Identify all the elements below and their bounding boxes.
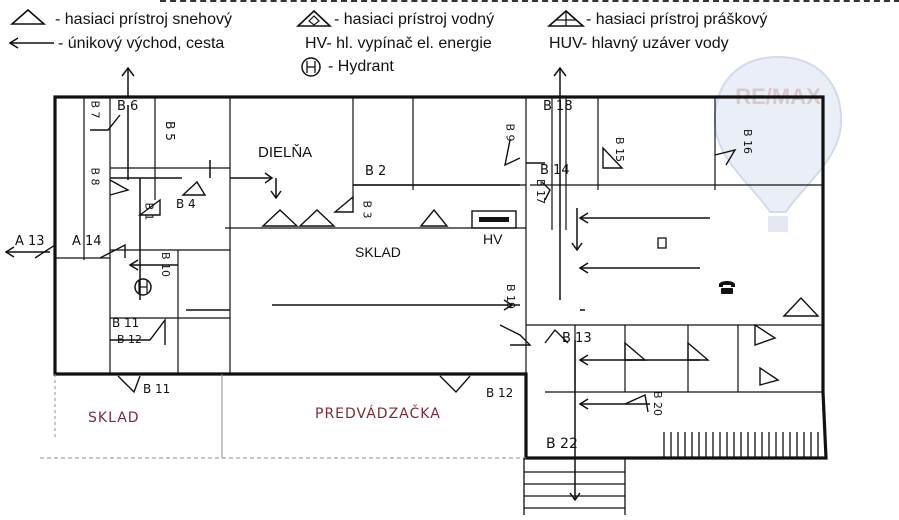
- mark-a14: A 14: [72, 234, 102, 249]
- escape-routes: [4, 66, 710, 502]
- hydrant-icon: [301, 57, 321, 77]
- mark-b20: B 20: [651, 390, 665, 417]
- legend-water: - hasiaci prístroj vodný: [334, 11, 495, 28]
- mark-b6: B 6: [117, 99, 139, 114]
- extinguishers: [34, 114, 820, 413]
- legend-hydrant: - Hydrant: [328, 58, 394, 75]
- water-extinguisher-icon-mark: [308, 15, 320, 26]
- mark-b13: B 13: [562, 331, 592, 346]
- legend-powder: - hasiaci prístroj práškový: [586, 11, 768, 28]
- outer-wall: [53, 95, 828, 460]
- extinguisher-b20: [624, 393, 649, 413]
- mark-b16: B 16: [741, 128, 755, 155]
- mark-b10: B 10: [159, 251, 173, 278]
- snow-extinguisher-icon: [419, 208, 449, 227]
- top-dashed-border: [160, 0, 899, 2]
- extinguisher-b2: [333, 195, 354, 213]
- extinguisher-b19: [499, 324, 532, 346]
- mark-b2: B 2: [365, 164, 387, 179]
- mark-b1: B 1: [142, 202, 156, 221]
- extinguisher-b24: [754, 323, 777, 346]
- stairs-right: [663, 432, 819, 458]
- mark-b3: B 3: [360, 200, 374, 219]
- extinguisher-b6: [90, 114, 121, 131]
- huv-symbol: [657, 237, 667, 249]
- extinguisher-b11: [117, 375, 141, 394]
- mark-b4: B 4: [176, 197, 196, 211]
- mark-b17: B 17: [534, 178, 548, 205]
- mark-b5: B 5: [162, 121, 177, 141]
- mark-b12b: B 12: [486, 386, 514, 400]
- extinguisher-b1: [110, 317, 166, 345]
- room-sklad-lower: SKLAD: [88, 410, 140, 426]
- mark-b15: B 15: [613, 136, 627, 163]
- extinguisher-a13: [34, 243, 56, 259]
- legend-symbols: [8, 8, 586, 77]
- extinguisher-b18: [541, 181, 551, 201]
- mark-b12a: B 12: [117, 333, 143, 346]
- mark-b11a: B 11: [112, 316, 140, 330]
- extinguisher-b25: [759, 366, 780, 386]
- mark-b9: B 9: [503, 123, 517, 142]
- snow-extinguisher-icon: [9, 8, 47, 25]
- extinguisher-b16: [714, 148, 737, 166]
- mark-b11b: B 11: [143, 382, 171, 396]
- extinguisher-b12: [439, 375, 471, 394]
- legend-huv: HUV- hlavný uzáver vody: [549, 35, 729, 52]
- mark-b18: B 18: [543, 99, 573, 114]
- snow-extinguisher-icon: [782, 296, 820, 317]
- legend-snow: - hasiaci prístroj snehový: [55, 11, 232, 28]
- hv-switch-box: [471, 210, 517, 229]
- mark-b8: B 8: [88, 167, 102, 186]
- water-extinguisher-icon: [295, 9, 333, 27]
- legend-escape: - únikový východ, cesta: [58, 35, 225, 52]
- room-hv: HV: [483, 231, 503, 247]
- extinguisher-a14: [99, 243, 126, 259]
- mark-b7: B 7: [88, 100, 102, 119]
- mark-b22: B 22: [546, 436, 578, 452]
- room-dielna: DIELŇA: [258, 144, 313, 161]
- extinguisher-b9: [504, 139, 521, 167]
- mark-b19: B 19: [504, 283, 518, 310]
- extinguisher-b15: [602, 146, 624, 169]
- room-predvadzacka: PREDVÁDZAČKA: [315, 406, 441, 422]
- hydrant-icon: [134, 278, 152, 296]
- telephone-icon: [719, 281, 735, 294]
- extinguisher-b7: [137, 198, 161, 216]
- snow-extinguisher-icon: [298, 209, 336, 227]
- extinguisher-b4: [181, 180, 207, 196]
- room-sklad: SKLAD: [355, 244, 401, 260]
- legend-hv: HV- hl. vypínač el. energie: [305, 35, 492, 52]
- walls: [40, 95, 828, 460]
- mark-b14: B 14: [540, 163, 570, 178]
- extinguisher-b13: [544, 328, 569, 344]
- extinguisher-b8: [109, 179, 130, 196]
- mark-a13: A 13: [15, 234, 45, 249]
- extinguisher-b23: [687, 341, 710, 361]
- extinguisher-b22: [624, 341, 647, 361]
- snow-extinguisher-icon: [261, 209, 299, 227]
